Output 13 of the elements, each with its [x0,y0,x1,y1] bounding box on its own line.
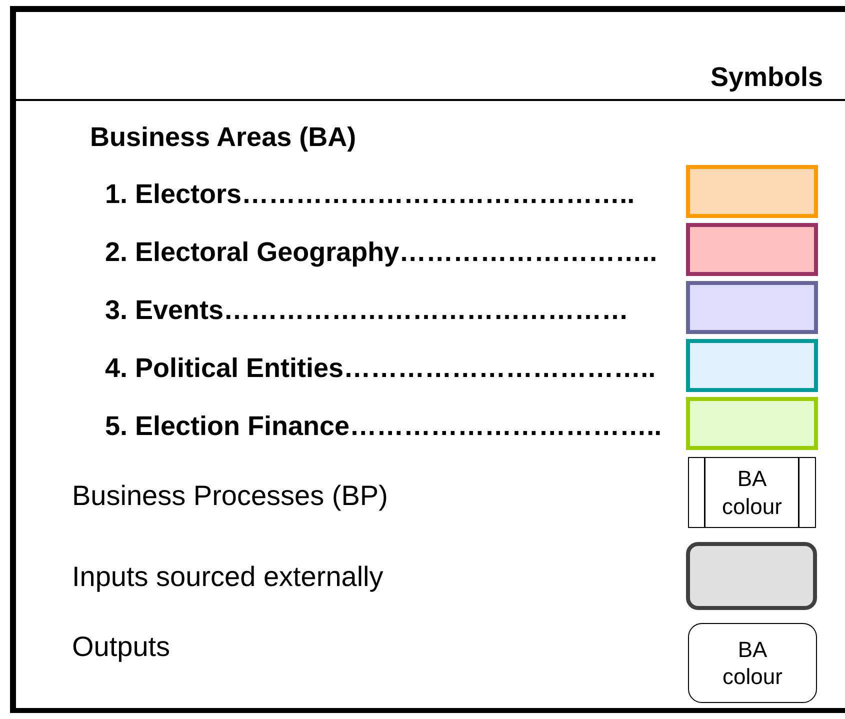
legend-label: 5. Election Finance…………………………….. [105,411,662,442]
section-heading: Business Areas (BA) [90,122,356,153]
output-box: BA colour [688,623,817,703]
symbol-label: Inputs sourced externally [72,561,384,593]
legend-label: 2. Electoral Geography……………………….. [105,237,658,268]
process-box: BA colour [688,457,816,528]
title: Symbols [710,62,823,93]
symbol-label: Outputs [72,631,170,663]
input-box [686,542,817,610]
legend-label: 1. Electors…………………………………….. [105,179,635,210]
legend-label: 3. Events……………………………………… [105,295,629,326]
symbol-label: Business Processes (BP) [72,480,388,512]
legend-label: 4. Political Entities…………………………….. [105,353,656,384]
